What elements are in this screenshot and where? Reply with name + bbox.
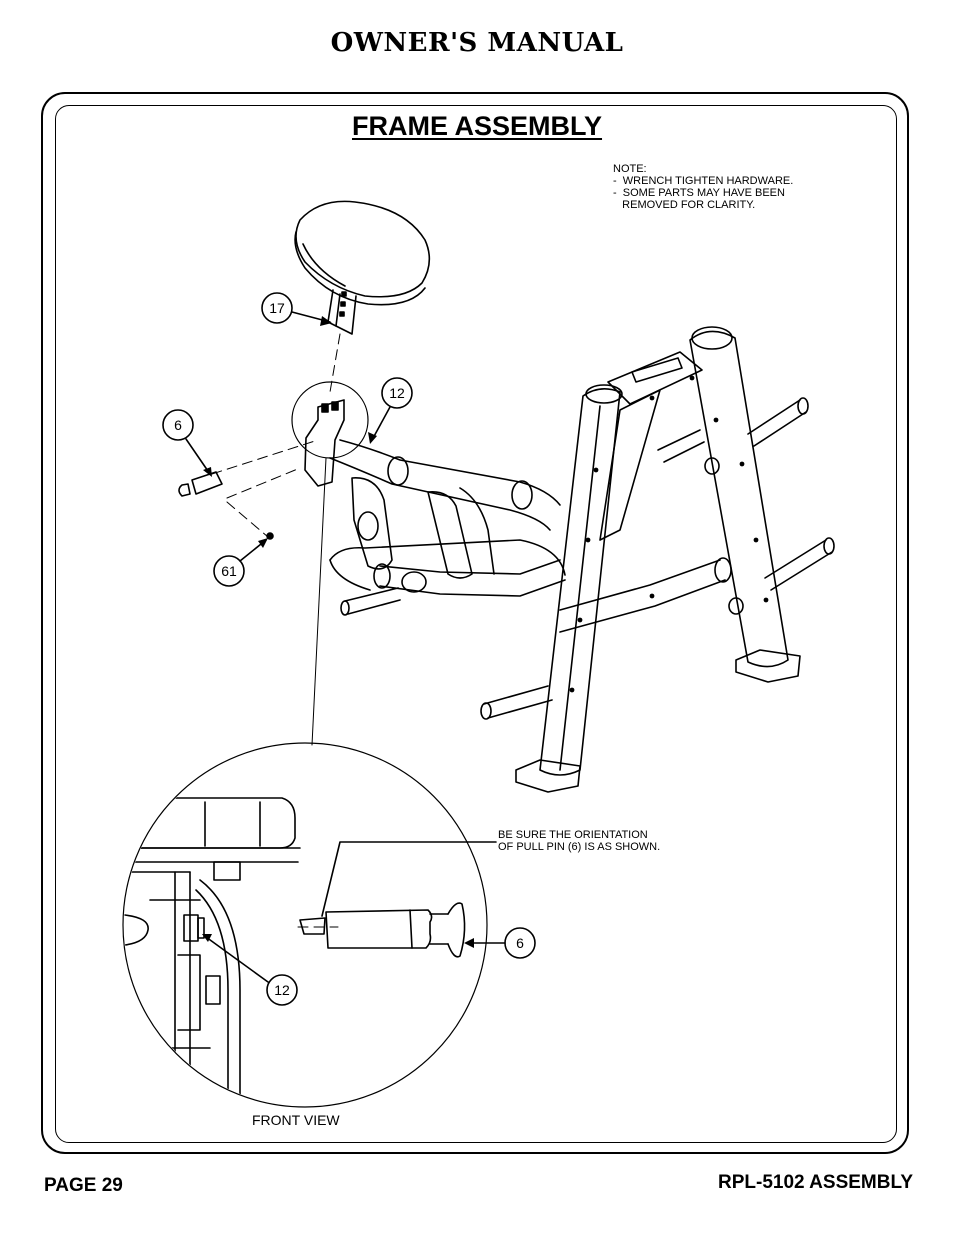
document-title: RPL-5102 ASSEMBLY <box>718 1172 913 1193</box>
page-frame-inner <box>55 105 897 1143</box>
callout-17: 17 <box>269 300 285 316</box>
hardware-note: NOTE: - WRENCH TIGHTEN HARDWARE. - SOME … <box>613 163 794 211</box>
seat-pad-illustration <box>294 200 431 335</box>
page-frame-outer <box>41 92 909 1154</box>
orientation-note: BE SURE THE ORIENTATION OF PULL PIN (6) … <box>498 829 661 853</box>
callout-12: 12 <box>389 385 405 401</box>
callout-6: 6 <box>174 417 182 433</box>
page-number: PAGE 29 <box>44 1175 123 1196</box>
front-view-label: FRONT VIEW <box>252 1112 340 1128</box>
section-title: FRAME ASSEMBLY <box>352 111 603 141</box>
manual-title: OWNER'S MANUAL <box>330 28 624 58</box>
callout-12-detail: 12 <box>274 982 290 998</box>
callout-6-detail: 6 <box>516 935 524 951</box>
callout-61: 61 <box>221 563 237 579</box>
